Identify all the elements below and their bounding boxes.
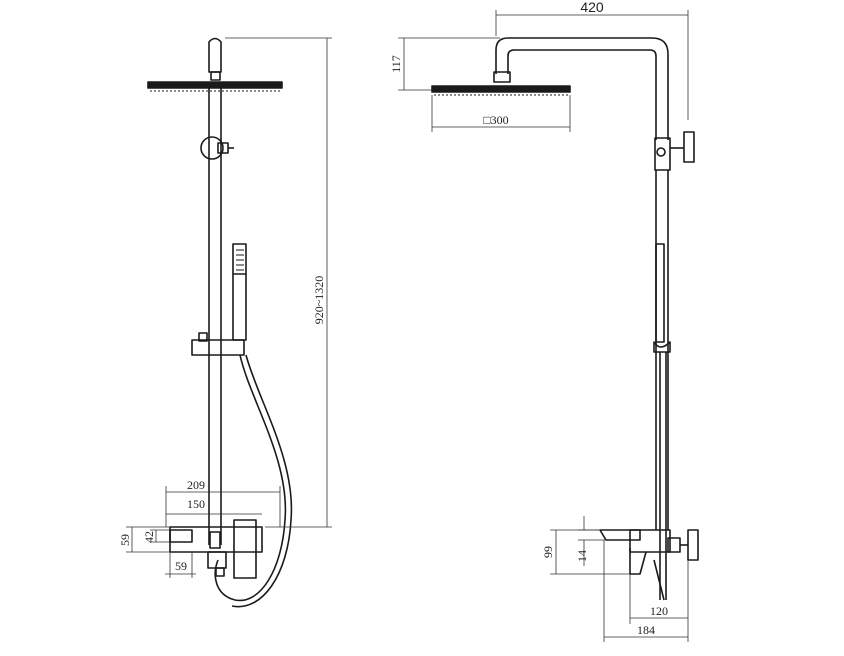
front-view: 920~1320 209 150 59 42 59 bbox=[118, 37, 332, 608]
diverter-body-side bbox=[654, 137, 671, 171]
dim-184-label: 184 bbox=[637, 623, 655, 637]
dim-150-label: 150 bbox=[187, 497, 205, 511]
dim-59-left-label: 59 bbox=[118, 534, 132, 546]
dim-59-bottom-label: 59 bbox=[175, 559, 187, 573]
dim-99-label: 99 bbox=[541, 546, 555, 558]
side-view: 420 117 □300 99 14 120 184 bbox=[389, 0, 699, 642]
mixer-body-side bbox=[629, 529, 671, 553]
riser-top-cap bbox=[208, 37, 222, 73]
riser-diverter bbox=[200, 136, 224, 160]
mixer-spout-front bbox=[169, 529, 193, 543]
dim-14-label: 14 bbox=[575, 550, 589, 562]
overhead-arm-inner bbox=[507, 49, 657, 140]
riser-connector bbox=[210, 71, 221, 81]
mixer-spout-side bbox=[599, 529, 641, 541]
overhead-arm-outer bbox=[495, 37, 669, 140]
dim-42-label: 42 bbox=[142, 531, 156, 543]
mixer-handle-front bbox=[233, 519, 257, 579]
hand-shower-side bbox=[655, 243, 665, 343]
dim-height-label: 920~1320 bbox=[312, 276, 326, 325]
shower-head-front bbox=[147, 81, 283, 89]
hand-shower-head bbox=[232, 243, 247, 275]
hose bbox=[214, 354, 287, 602]
dim-120-label: 120 bbox=[650, 604, 668, 618]
diverter-knob-side bbox=[683, 131, 695, 163]
shower-head-side bbox=[431, 85, 571, 93]
slide-bracket bbox=[191, 339, 245, 356]
hand-shower-handle bbox=[232, 274, 247, 341]
dim-209-label: 209 bbox=[187, 478, 205, 492]
dim-300-label: □300 bbox=[483, 113, 508, 127]
dim-117-label: 117 bbox=[389, 55, 403, 73]
dim-420-label: 420 bbox=[580, 0, 604, 15]
